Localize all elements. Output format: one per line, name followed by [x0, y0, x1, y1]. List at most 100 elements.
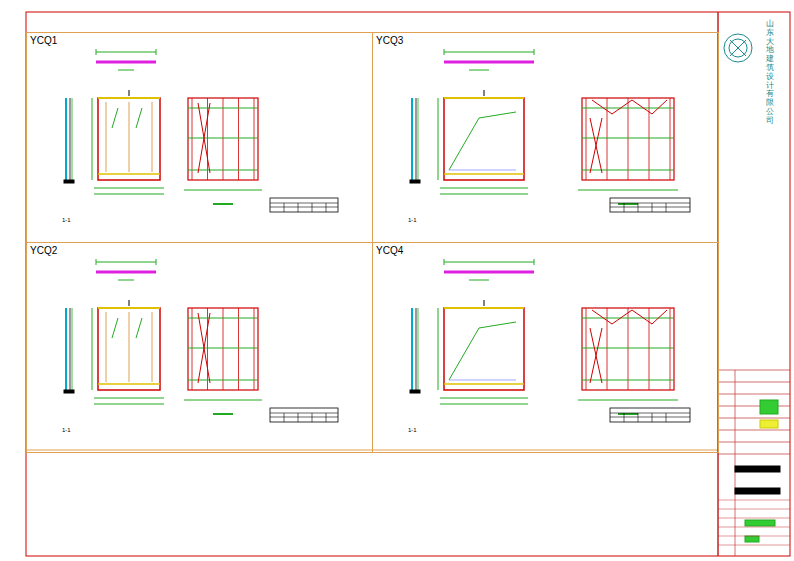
- cad-line: [129, 102, 130, 172]
- cad-line: [438, 308, 439, 390]
- cad-line: [198, 103, 210, 173]
- cad-rect: [98, 98, 160, 180]
- cad-line: [136, 318, 142, 338]
- cad-line: [198, 313, 210, 383]
- cad-rect: [410, 390, 420, 393]
- cad-line: [94, 188, 164, 189]
- section-label: 1-1: [408, 427, 417, 433]
- cad-line: [96, 52, 156, 53]
- cad-line: [254, 308, 255, 390]
- cad-line: [592, 100, 612, 114]
- cad-line: [284, 203, 285, 212]
- cad-line: [112, 318, 118, 338]
- cad-line: [411, 308, 413, 390]
- cad-line: [207, 308, 208, 390]
- cad-line: [192, 98, 193, 180]
- cad-rect: [444, 98, 524, 180]
- cad-line: [730, 40, 746, 56]
- cad-rect: [735, 466, 780, 472]
- cad-line: [649, 308, 650, 390]
- company-logo: [729, 39, 747, 57]
- cad-line: [484, 300, 485, 306]
- cad-line: [718, 394, 790, 395]
- company-logo: [724, 34, 752, 62]
- cad-line: [96, 61, 156, 64]
- cad-line: [65, 98, 67, 180]
- cad-line: [444, 52, 534, 53]
- cad-line: [152, 312, 153, 382]
- cad-line: [534, 49, 535, 55]
- cad-line: [96, 271, 156, 274]
- cad-line: [129, 300, 130, 306]
- cad-line: [718, 406, 790, 407]
- cad-line: [652, 100, 667, 114]
- cad-line: [582, 108, 674, 109]
- cad-line: [326, 203, 327, 212]
- cad-line: [590, 118, 602, 173]
- cad-line: [592, 310, 612, 324]
- cad-line: [238, 308, 239, 390]
- cad-line: [238, 98, 239, 180]
- cad-line: [94, 194, 164, 195]
- cad-line: [578, 190, 678, 191]
- cad-rect: [745, 520, 775, 526]
- cad-line: [666, 203, 667, 212]
- cad-line: [624, 203, 625, 212]
- cad-line: [670, 98, 671, 180]
- cad-line: [411, 98, 413, 180]
- cad-line: [590, 328, 602, 383]
- cad-line: [298, 413, 299, 422]
- cad-line: [578, 400, 678, 401]
- cad-line: [98, 97, 160, 99]
- cad-line: [610, 203, 690, 204]
- cad-line: [534, 259, 535, 265]
- cad-rect: [270, 408, 338, 422]
- cad-line: [156, 49, 157, 55]
- cad-line: [440, 194, 528, 195]
- cad-line: [129, 312, 130, 382]
- cad-line: [156, 259, 157, 265]
- cad-line: [184, 400, 262, 401]
- cad-line: [270, 203, 338, 204]
- cad-line: [718, 442, 790, 443]
- cad-line: [444, 61, 534, 64]
- cad-line: [94, 404, 164, 405]
- cad-line: [96, 259, 97, 265]
- cad-line: [582, 348, 674, 349]
- cad-line: [730, 40, 746, 56]
- cad-line: [718, 370, 790, 371]
- cad-line: [718, 518, 790, 519]
- cad-line: [270, 417, 338, 418]
- cad-line: [440, 398, 528, 399]
- cad-line: [326, 413, 327, 422]
- panel-title: YCQ3: [373, 33, 718, 46]
- drawing-panel: YCQ4: [372, 242, 719, 453]
- cad-line: [718, 509, 790, 510]
- cad-line: [106, 102, 107, 172]
- cad-line: [98, 383, 160, 385]
- cad-line: [416, 98, 417, 180]
- cad-line: [718, 418, 790, 419]
- cad-line: [312, 203, 313, 212]
- panel-title: YCQ1: [27, 33, 372, 46]
- cad-line: [586, 308, 587, 390]
- cad-line: [735, 370, 736, 556]
- cad-rect: [582, 98, 674, 180]
- cad-line: [610, 207, 690, 208]
- cad-line: [96, 262, 156, 263]
- cad-rect: [98, 308, 160, 390]
- cad-line: [106, 312, 107, 382]
- cad-line: [418, 308, 419, 390]
- cad-rect: [610, 408, 690, 422]
- cad-line: [223, 308, 224, 390]
- section-label: 1-1: [62, 427, 71, 433]
- cad-line: [670, 308, 671, 390]
- cad-line: [98, 307, 160, 309]
- cad-line: [444, 259, 445, 265]
- cad-line: [612, 100, 632, 114]
- cad-line: [72, 308, 73, 390]
- panel-title: YCQ4: [373, 243, 718, 256]
- cad-line: [632, 310, 652, 324]
- cad-line: [652, 413, 653, 422]
